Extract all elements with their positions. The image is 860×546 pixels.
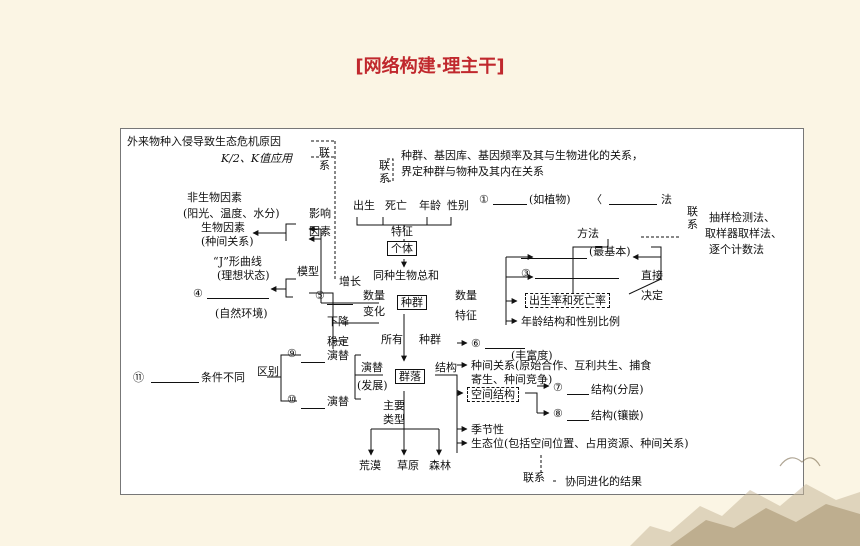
feature-label: 特征: [391, 225, 413, 238]
landscape-decoration: [630, 457, 860, 546]
biotic-examples: (种间关系): [201, 235, 254, 248]
blank-4-marker: ④: [193, 287, 203, 300]
individual-box: 个体: [387, 241, 417, 256]
plant-note: (如植物): [529, 193, 571, 206]
link-label-2: 联系: [379, 159, 390, 185]
spatial-structure-box: 空间结构: [467, 387, 519, 402]
population-label-2: 种群: [419, 333, 441, 346]
blank-2: [609, 193, 657, 205]
community-box: 群落: [395, 369, 425, 384]
feature-label-2: 特征: [455, 309, 477, 322]
link-label-1: 联系: [319, 146, 330, 172]
difference-label: 区别: [257, 365, 279, 378]
change-label: 变化: [363, 305, 385, 318]
method-suffix: 法: [661, 193, 672, 206]
blank-9-marker: ⑨: [287, 347, 297, 360]
structure-label: 结构: [435, 361, 457, 374]
natural-env: (自然环境): [215, 307, 268, 320]
biotic-factor: 生物因素: [201, 221, 245, 234]
bracket-glyph: 〈: [591, 193, 602, 206]
blank-1-marker: ①: [479, 193, 489, 206]
stable-label: 稳定: [327, 335, 349, 348]
blank-density: [521, 247, 587, 259]
all-label: 所有: [381, 333, 403, 346]
abiotic-examples: (阳光、温度、水分): [183, 207, 280, 220]
factor-label: 因素: [309, 225, 331, 238]
blank-4: [207, 287, 269, 299]
link-label-3: 联系: [687, 205, 698, 231]
methods-line-1: 抽样检测法、: [709, 211, 775, 224]
model-label: 模型: [297, 265, 319, 278]
quantity-label-1: 数量: [363, 289, 385, 302]
death-label: 死亡: [385, 199, 407, 212]
interspecific-line-2: 寄生、种间竞争): [471, 373, 553, 386]
ideal-state: (理想状态): [217, 269, 270, 282]
condition-diff: 条件不同: [201, 371, 245, 384]
concept-map: 外来物种入侵导致生态危机原因 K/2、K值应用 联系 种群、基因库、基因频率及其…: [120, 128, 804, 495]
desert-type: 荒漠: [359, 459, 381, 472]
decide-label: 决定: [641, 289, 663, 302]
same-species-sum: 同种生物总和: [373, 269, 439, 282]
blank-7: [567, 383, 589, 395]
methods-line-3: 逐个计数法: [709, 243, 764, 256]
succession-label-2: 演替: [327, 395, 349, 408]
coevolution-text: 协同进化的结果: [565, 475, 642, 488]
methods-line-2: 取样器取样法、: [705, 227, 782, 240]
blank-11: [151, 371, 199, 383]
succession-label-3: 演替: [361, 361, 383, 374]
population-box: 种群: [397, 295, 427, 310]
sex-label: 性别: [447, 199, 469, 212]
blank-11-marker: ⑪: [133, 371, 144, 384]
niche-text: 生态位(包括空间位置、占用资源、种间关系): [471, 437, 689, 450]
connector-lines: [252, 140, 681, 482]
blank-8-marker: ⑧: [553, 407, 563, 420]
succession-label-1: 演替: [327, 349, 349, 362]
decline-label: 下降: [327, 315, 349, 328]
seasonality: 季节性: [471, 423, 504, 436]
blank-3-marker: ③: [521, 267, 531, 280]
direct-label: 直接: [641, 269, 663, 282]
blank-10-marker: ⑩: [287, 393, 297, 406]
most-basic-note: (最基本): [589, 245, 631, 258]
influence-label: 影响: [309, 207, 331, 220]
page-title: [网络构建·理主干]: [355, 56, 505, 77]
blank-9: [301, 351, 325, 363]
horizontal-structure: 结构(镶嵌): [591, 409, 644, 422]
k-value-text: K/2、K值应用: [221, 152, 293, 165]
define-species-text: 界定种群与物种及其内在关系: [401, 165, 544, 178]
richness-note: (丰富度): [511, 349, 553, 362]
blank-6: [485, 337, 525, 349]
main-label: 主要: [383, 399, 405, 412]
growth-label: 增长: [339, 275, 361, 288]
population-gene-text: 种群、基因库、基因频率及其与生物进化的关系，: [401, 149, 643, 162]
interspecific-line-1: 种间关系(原始合作、互利共生、捕食: [471, 359, 652, 372]
blank-5-marker: ⑤: [315, 289, 325, 302]
birth-label: 出生: [353, 199, 375, 212]
blank-5: [327, 293, 353, 305]
j-curve-label: “J”形曲线: [213, 255, 262, 268]
blank-1: [493, 193, 527, 205]
method-label: 方法: [577, 227, 599, 240]
blank-7-marker: ⑦: [553, 381, 563, 394]
blank-8: [567, 409, 589, 421]
invasive-species-text: 外来物种入侵导致生态危机原因: [127, 135, 281, 148]
quantity-label-2: 数量: [455, 289, 477, 302]
vertical-structure: 结构(分层): [591, 383, 644, 396]
abiotic-factor: 非生物因素: [187, 191, 242, 204]
blank-3: [535, 267, 619, 279]
blank-10: [301, 397, 325, 409]
grassland-type: 草原: [397, 459, 419, 472]
link-label-4: 联系: [523, 471, 545, 484]
age-sex-structure: 年龄结构和性别比例: [521, 315, 620, 328]
forest-type: 森林: [429, 459, 451, 472]
birth-death-rate-box: 出生率和死亡率: [525, 293, 610, 308]
type-label: 类型: [383, 413, 405, 426]
blank-6-marker: ⑥: [471, 337, 481, 350]
development-note: (发展): [357, 379, 388, 392]
age-label: 年龄: [419, 199, 441, 212]
